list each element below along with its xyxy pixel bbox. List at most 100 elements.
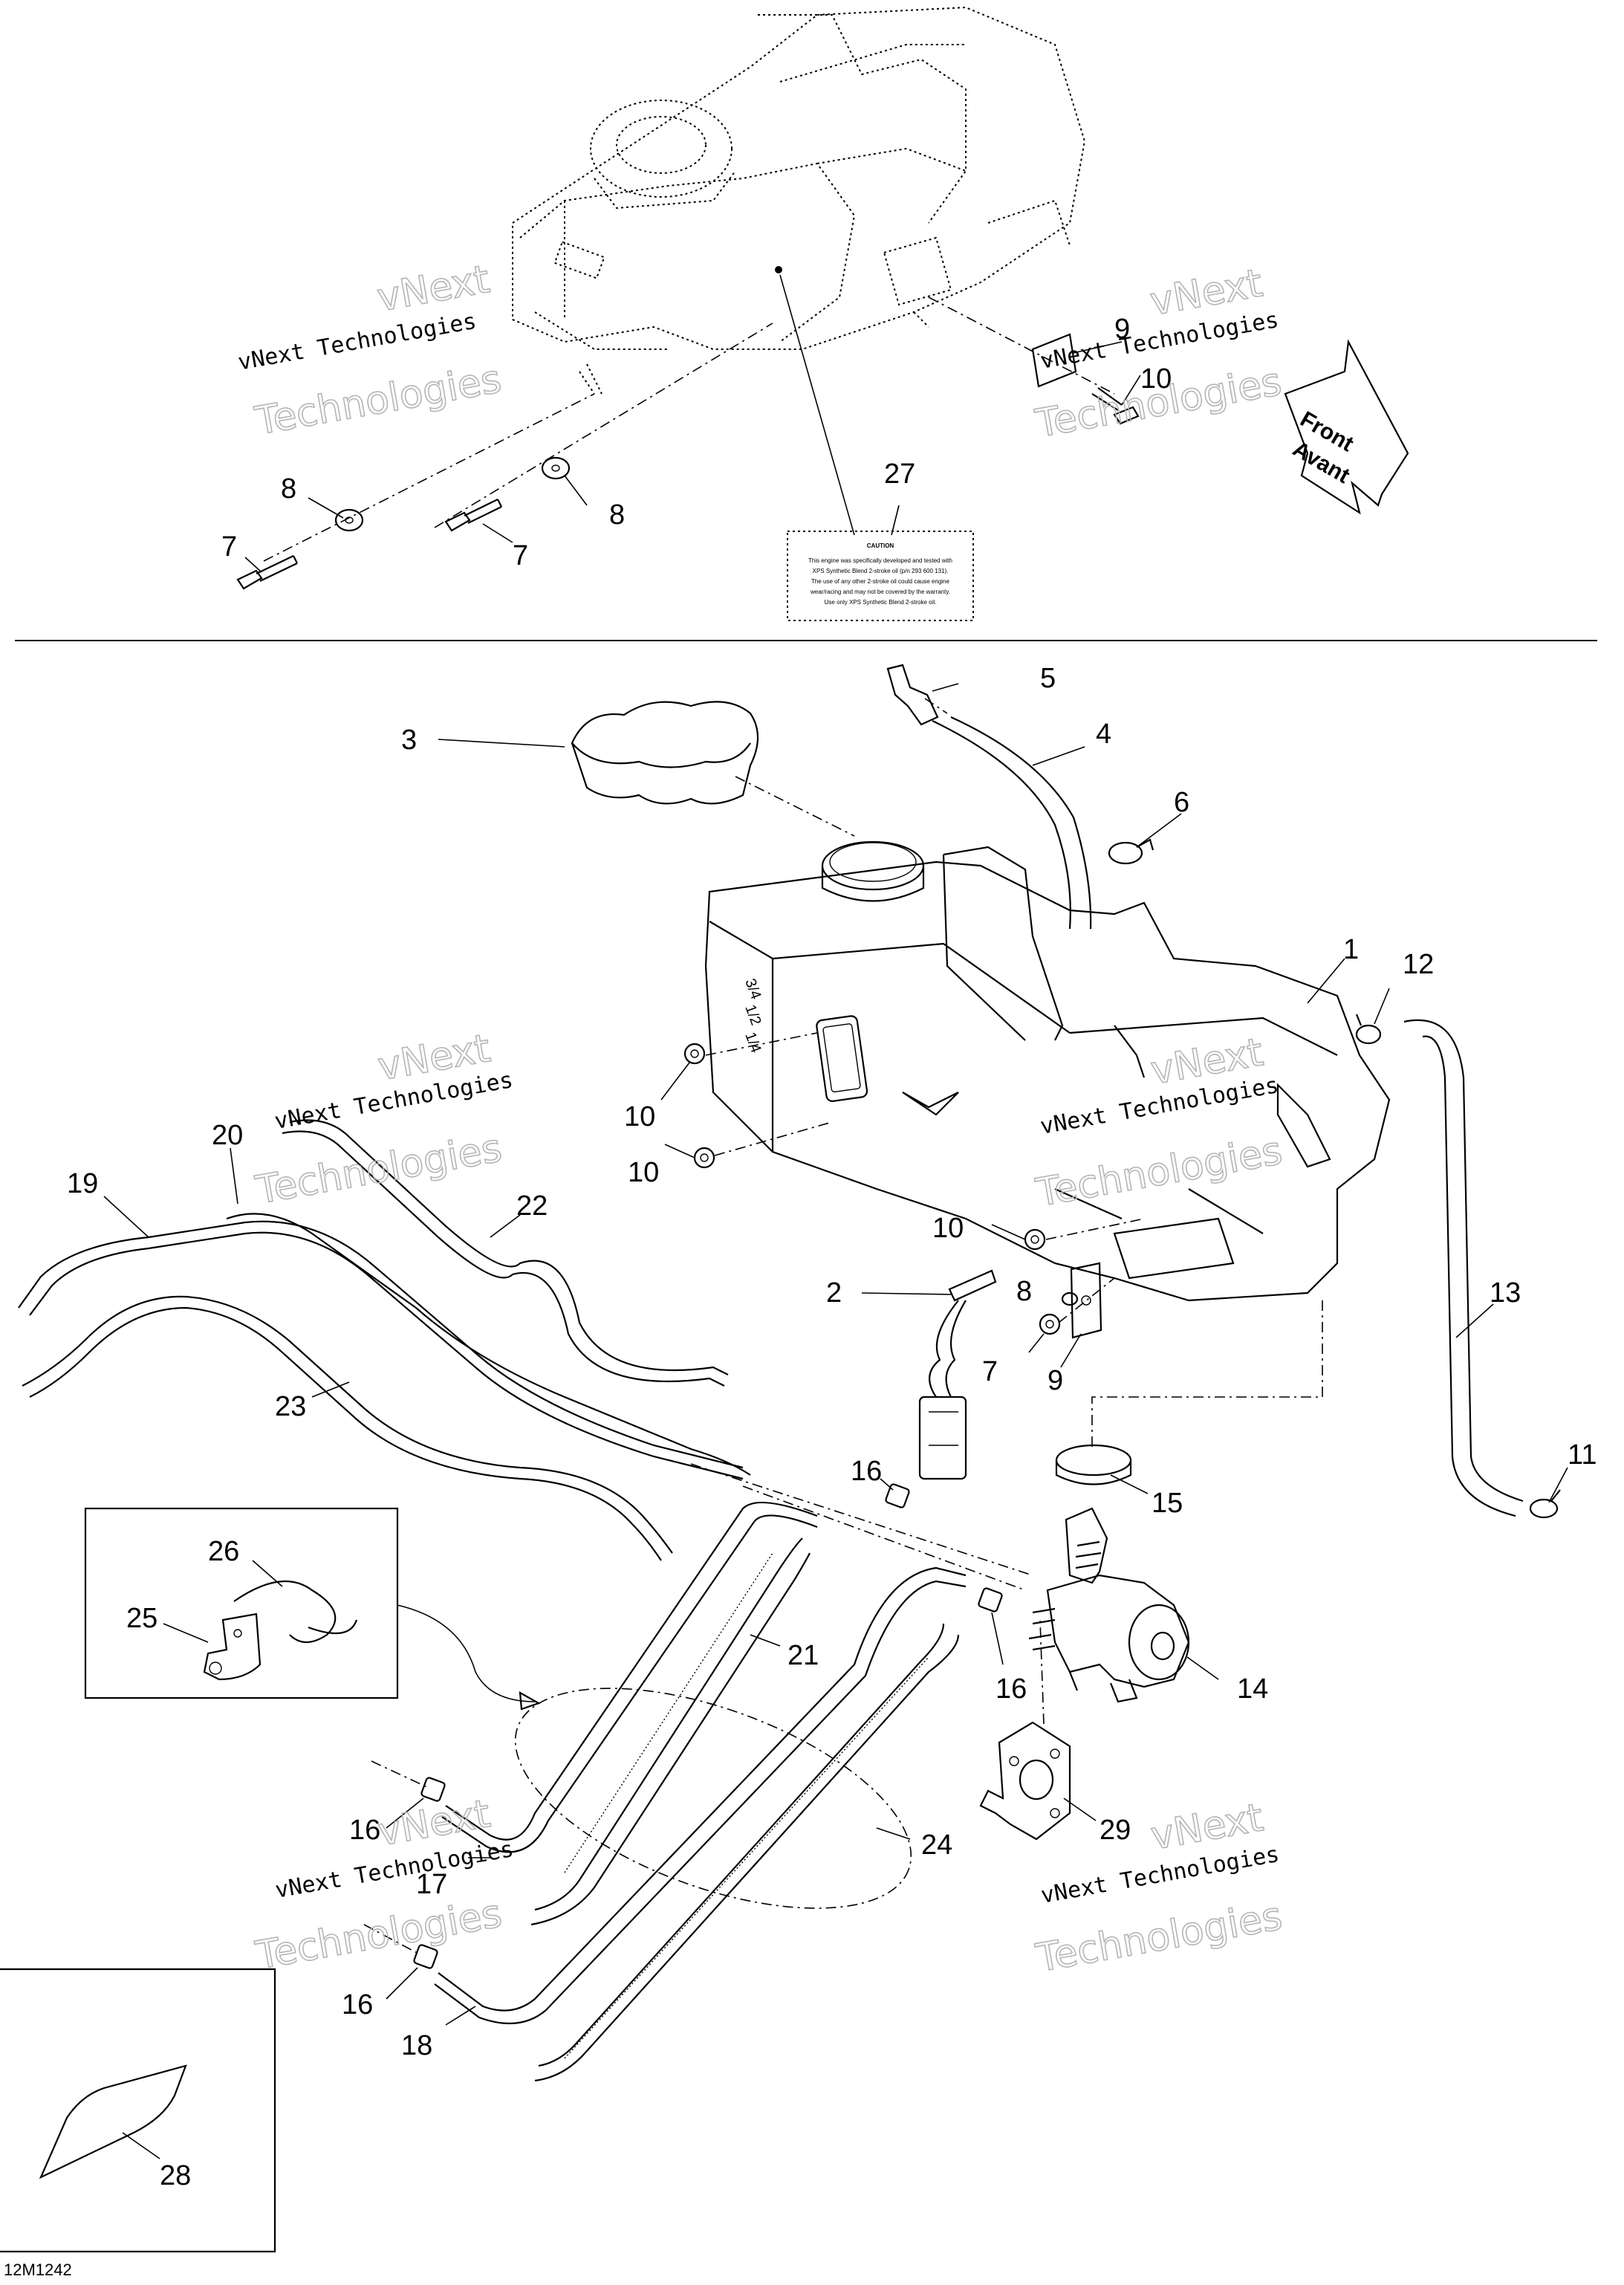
callout-10: 10 (628, 1157, 659, 1188)
callout-19: 19 (67, 1168, 98, 1199)
centerline (735, 776, 855, 837)
callout-15: 15 (1152, 1488, 1183, 1519)
bracket-icon (1031, 333, 1077, 388)
washer-icon (541, 456, 571, 480)
callout-18: 18 (401, 2030, 432, 2061)
washer-icon (1061, 1291, 1079, 1306)
bolt-icon (1091, 387, 1140, 425)
bolt-icon (683, 1043, 706, 1065)
clamp-icon (1108, 838, 1154, 865)
bracket-icon (1070, 1262, 1102, 1339)
callout-10: 10 (932, 1213, 964, 1244)
svg-text:Technologies: Technologies (1033, 1894, 1285, 1981)
svg-text:Technologies: Technologies (253, 1126, 505, 1213)
bolt-icon (1039, 1313, 1061, 1335)
centerline (928, 296, 1115, 395)
connector-icon (885, 1483, 910, 1508)
callout-25: 25 (126, 1603, 157, 1634)
watermark: vNext vNext Technologies Technologies (1032, 1795, 1286, 1981)
callout-3: 3 (401, 725, 417, 756)
svg-text:vNext: vNext (374, 257, 493, 320)
label-location-dot (775, 266, 782, 273)
callout-16: 16 (851, 1456, 882, 1487)
caution-title: CAUTION (867, 542, 894, 549)
callout-1: 1 (1343, 934, 1359, 965)
callout-8: 8 (281, 473, 296, 505)
watermark: vNext vNext Technologies Technologies (252, 1791, 516, 1979)
callout-23: 23 (275, 1391, 306, 1422)
callout-28: 28 (160, 2160, 191, 2191)
callout-6: 6 (1174, 787, 1189, 818)
callout-2: 2 (826, 1277, 842, 1309)
oil-tank-icon: 3/4 1/2 1/4 (704, 840, 1391, 1302)
caution-line: wear/racing and may not be covered by th… (810, 589, 950, 595)
watermark: vNext vNext Technologies Technologies (1032, 1029, 1286, 1216)
pump-gasket-icon (979, 1721, 1071, 1841)
callout-9: 9 (1048, 1365, 1063, 1396)
callout-5: 5 (1040, 663, 1056, 694)
inset-leader (397, 1604, 536, 1702)
callout-17: 17 (416, 1869, 447, 1900)
vent-hose-icon (1403, 1019, 1524, 1517)
callout-12: 12 (1403, 949, 1434, 980)
oil-line-22 (282, 1119, 729, 1387)
callout-7: 7 (513, 540, 528, 571)
callout-7: 7 (982, 1356, 998, 1387)
caution-line: The use of any other 2-stroke oil could … (811, 578, 949, 585)
leader-lines (103, 341, 1568, 2159)
oil-line-18 (434, 1566, 967, 2025)
figure-id: 12M1242 (4, 2260, 72, 2279)
clamp-icon (1355, 1014, 1382, 1045)
svg-text:vNext Technologies: vNext Technologies (236, 308, 478, 376)
callout-13: 13 (1490, 1277, 1521, 1309)
decal-box (0, 1968, 276, 2253)
callout-8: 8 (1016, 1276, 1032, 1307)
callouts: 8 7 8 7 27 9 10 5 4 3 6 1 12 10 10 10 2 … (67, 314, 1597, 2191)
callout-21: 21 (787, 1640, 819, 1671)
connector-icon (978, 1587, 1003, 1613)
oil-pump-icon (1028, 1507, 1190, 1703)
bolt-icon (444, 499, 502, 532)
oil-line-21 (530, 1537, 811, 1926)
callout-14: 14 (1237, 1673, 1268, 1705)
oil-line-17 (441, 1501, 818, 1853)
callout-10: 10 (624, 1101, 655, 1132)
connector-icon (420, 1777, 446, 1802)
oil-line-19 (18, 1220, 744, 1480)
detail-ellipse (514, 1688, 912, 1909)
callout-24: 24 (921, 1829, 952, 1861)
callout-4: 4 (1096, 719, 1111, 750)
clamp-icon (1529, 1489, 1561, 1519)
watermark: vNext vNext Technologies Technologies (236, 256, 505, 444)
callout-26: 26 (208, 1536, 239, 1567)
bolt-icon (1024, 1228, 1046, 1251)
caution-line: Use only XPS Synthetic Blend 2-stroke oi… (825, 599, 937, 606)
callout-16: 16 (995, 1673, 1027, 1705)
vent-fitting-icon (886, 664, 939, 726)
callout-16: 16 (342, 1989, 373, 2020)
caution-line: XPS Synthetic Blend 2-stroke oil (p/n 29… (813, 568, 949, 574)
watermark: vNext vNext Technologies Technologies (1031, 260, 1285, 447)
callout-29: 29 (1100, 1815, 1131, 1846)
oil-cap-icon (571, 701, 759, 805)
oil-line-23 (22, 1295, 673, 1561)
centerline (434, 323, 773, 528)
callout-8: 8 (609, 499, 625, 531)
callout-9: 9 (1114, 314, 1130, 345)
vent-hose (932, 720, 1071, 930)
svg-text:Technologies: Technologies (252, 357, 504, 444)
svg-text:1/4: 1/4 (741, 1030, 764, 1055)
svg-text:Technologies: Technologies (1033, 1129, 1285, 1216)
bolt-icon (693, 1147, 715, 1169)
callout-7: 7 (221, 531, 237, 563)
callout-16: 16 (349, 1815, 380, 1846)
svg-text:1/2: 1/2 (741, 1002, 764, 1028)
centerline (263, 393, 595, 562)
washer-icon (334, 508, 364, 532)
callout-22: 22 (516, 1190, 548, 1222)
oil-line-20 (226, 1213, 751, 1476)
svg-text:3/4: 3/4 (741, 976, 764, 1002)
svg-text:Technologies: Technologies (253, 1891, 505, 1978)
